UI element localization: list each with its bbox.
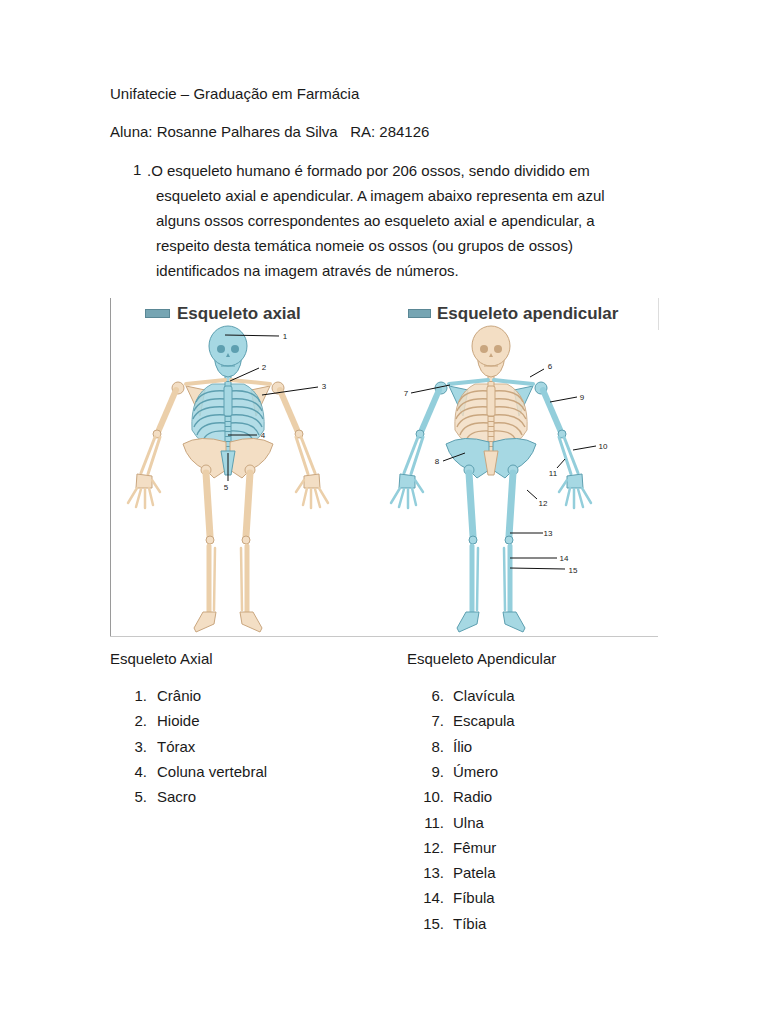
legend-label: Esqueleto apendicular	[437, 304, 618, 324]
list-number: 7.	[431, 712, 444, 730]
list-number: 12.	[423, 839, 444, 857]
image-frame	[658, 298, 659, 330]
appendicular-skeleton-figure	[391, 326, 591, 632]
bone-name: Tíbia	[453, 915, 486, 933]
leader-line	[510, 558, 557, 559]
list-number: 5.	[134, 788, 147, 806]
list-number: 15.	[423, 915, 444, 933]
list-number: 1.	[134, 687, 147, 705]
bone-name: Fíbula	[453, 889, 495, 907]
list-number: 6.	[431, 687, 444, 705]
bone-name: Patela	[453, 864, 496, 882]
leader-line	[262, 387, 318, 395]
list-number: 4.	[134, 763, 147, 781]
bone-name: Úmero	[453, 763, 498, 781]
callout-number: 10	[599, 442, 608, 451]
bone-name: Sacro	[157, 788, 196, 806]
question-number: 1	[133, 161, 141, 179]
bone-name: Crânio	[157, 687, 201, 705]
callout-number: 8	[435, 457, 439, 466]
image-frame	[110, 298, 111, 636]
bone-name: Radio	[453, 788, 492, 806]
legend-swatch	[145, 309, 170, 318]
question-text: .O esqueleto humano é formado por 206 os…	[147, 158, 617, 283]
bone-name: Coluna vertebral	[157, 763, 267, 781]
leader-line	[550, 397, 577, 402]
bone-name: Tórax	[157, 738, 195, 756]
leader-line	[510, 568, 565, 569]
leader-line	[411, 385, 450, 393]
page-title: Unifatecie – Graduação em Farmácia	[110, 85, 359, 103]
bone-name: Ulna	[453, 814, 484, 832]
callout-number: 7	[404, 389, 408, 398]
leader-line	[510, 533, 543, 534]
leader-line	[225, 335, 279, 336]
bone-name: Clavícula	[453, 687, 515, 705]
leader-line	[228, 453, 229, 481]
image-frame	[110, 636, 658, 637]
callout-number: 5	[224, 483, 228, 492]
list-number: 8.	[431, 738, 444, 756]
callout-number: 6	[548, 362, 552, 371]
leader-line	[228, 435, 257, 436]
callout-number: 15	[569, 566, 578, 575]
legend-label: Esqueleto axial	[177, 304, 301, 324]
student-line: Aluna: Rosanne Palhares da Silva RA: 284…	[110, 123, 429, 141]
leader-line	[530, 369, 544, 377]
list-number: 10.	[423, 788, 444, 806]
leader-lines	[225, 335, 596, 569]
callout-number: 12	[539, 499, 548, 508]
callout-number: 3	[322, 382, 326, 391]
callout-number: 1	[283, 332, 287, 341]
bone-name: Fêmur	[453, 839, 496, 857]
leader-line	[557, 459, 565, 468]
leader-line	[443, 453, 465, 461]
callout-number: 9	[580, 393, 584, 402]
callout-number: 11	[549, 469, 557, 478]
leader-line	[527, 490, 537, 499]
list-number: 2.	[134, 712, 147, 730]
list-number: 3.	[134, 738, 147, 756]
leader-line	[573, 446, 596, 450]
column-heading: Esqueleto Apendicular	[407, 650, 556, 668]
callout-number: 13	[544, 529, 553, 538]
leader-line	[230, 368, 259, 381]
callout-number: 14	[560, 554, 569, 563]
column-heading: Esqueleto Axial	[110, 650, 213, 668]
list-number: 13.	[423, 864, 444, 882]
bone-name: Escapula	[453, 712, 515, 730]
list-number: 11.	[424, 814, 444, 832]
axial-skeleton-figure	[128, 326, 328, 632]
callout-number: 2	[262, 363, 266, 372]
legend-swatch	[408, 309, 431, 318]
list-number: 9.	[431, 763, 444, 781]
bone-name: Hioide	[157, 712, 200, 730]
list-number: 14.	[423, 889, 444, 907]
bone-name: Ílio	[453, 738, 472, 756]
callout-number: 4	[261, 431, 265, 440]
